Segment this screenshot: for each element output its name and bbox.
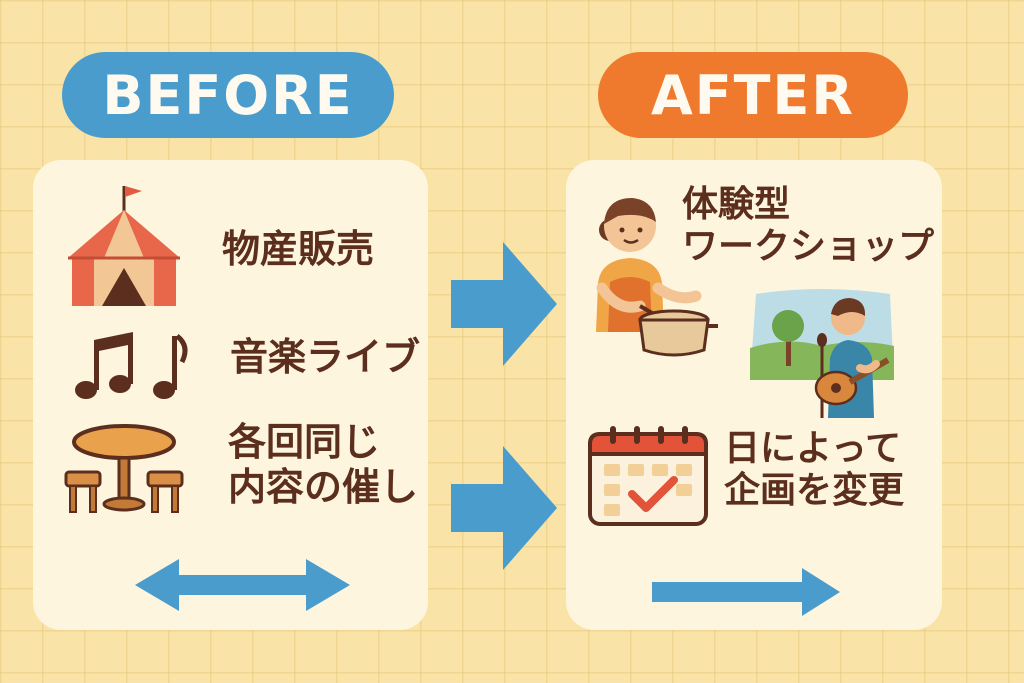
before-item-1-label: 物産販売 [222,227,375,271]
before-item-3-label: 各回同じ 内容の催し [228,420,418,510]
before-item-3-line-1: 各回同じ [228,420,381,464]
after-item-3-line-2: 企画を変更 [724,470,905,512]
before-item-2-label: 音楽ライブ [230,335,421,379]
after-item-3-label: 日によって 企画を変更 [724,428,904,513]
after-item-3-line-1: 日によって [724,428,902,469]
after-heading: AFTER [598,52,908,138]
tent-icon [68,186,180,306]
after-item-1-line-2: ワークショップ [682,226,935,268]
before-heading: BEFORE [62,52,394,138]
music-notes-icon [75,332,188,399]
after-item-1-line-1: 体験型 [682,184,791,225]
after-item-1-label: 体験型 ワークショップ [682,184,934,269]
arrow-right-icon [451,242,557,366]
arrow-right-icon [652,568,840,616]
guitar-player-icon [750,289,894,418]
table-chairs-icon [64,424,184,513]
cooking-woman-icon [596,198,718,357]
calendar-check-icon [588,426,708,526]
before-item-3-line-2: 内容の催し [228,464,419,509]
arrow-right-icon [451,446,557,570]
double-arrow-icon [135,559,350,611]
